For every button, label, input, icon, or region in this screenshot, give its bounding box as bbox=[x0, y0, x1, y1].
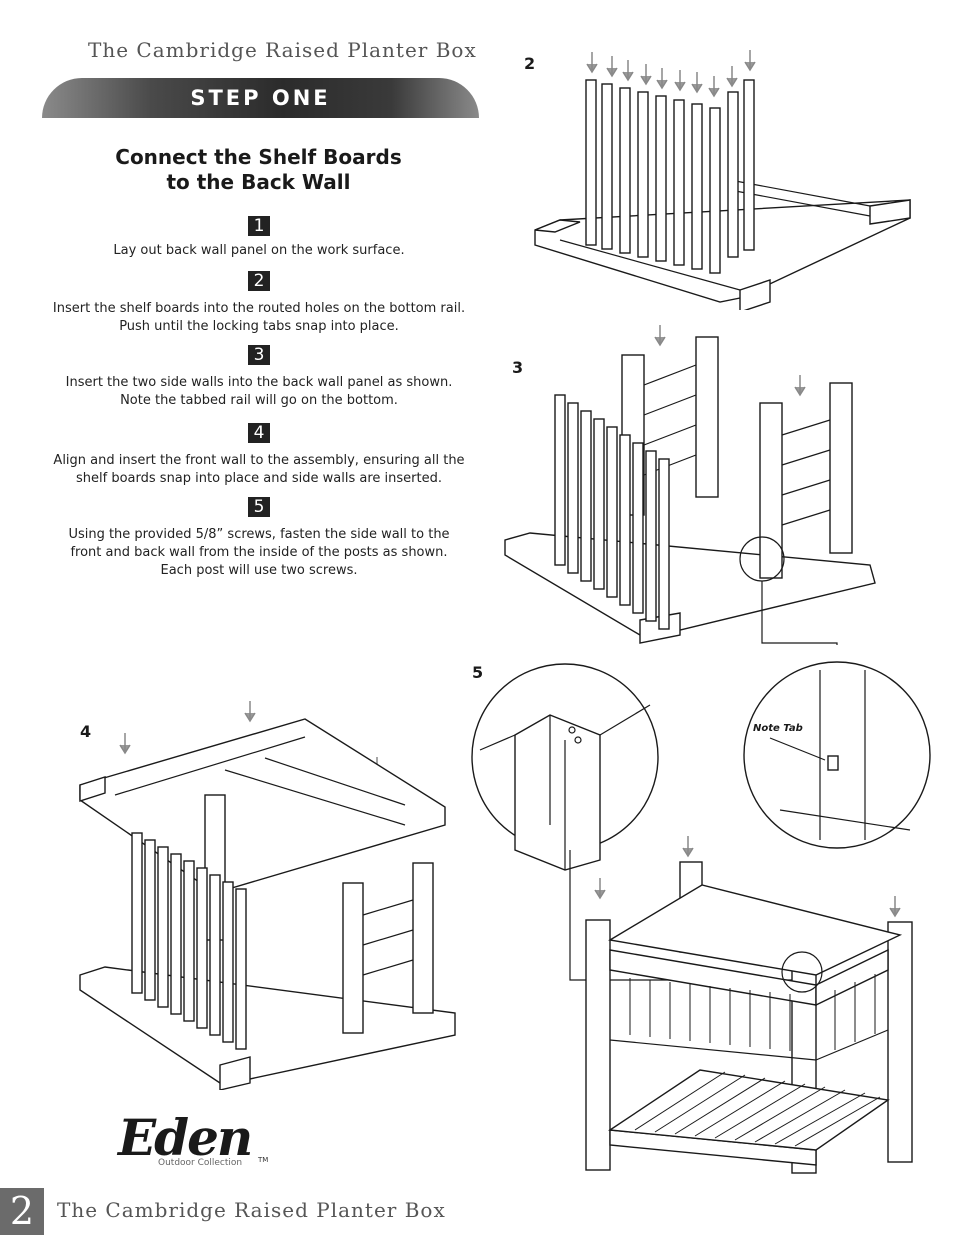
step-text-4: Align and insert the front wall to the a… bbox=[30, 452, 488, 488]
step-text-1: Lay out back wall panel on the work surf… bbox=[30, 242, 488, 260]
arrow-icon bbox=[119, 733, 131, 755]
step-2-line2: Push until the locking tabs snap into pl… bbox=[119, 319, 399, 334]
header-title: The Cambridge Raised Planter Box bbox=[88, 38, 477, 62]
eden-logo: Eden Outdoor Collection TM bbox=[118, 1108, 278, 1178]
arrow-icon bbox=[594, 878, 606, 900]
section-heading: Connect the Shelf Boards to the Back Wal… bbox=[40, 145, 477, 195]
arrow-icon bbox=[244, 701, 256, 723]
figure-label-3: 3 bbox=[512, 358, 524, 377]
step-banner-label: STEP ONE bbox=[190, 86, 331, 110]
step-1-line: Lay out back wall panel on the work surf… bbox=[113, 243, 405, 258]
step-banner: STEP ONE bbox=[42, 78, 479, 118]
footer-title: The Cambridge Raised Planter Box bbox=[57, 1198, 446, 1222]
step-4-line2: shelf boards snap into place and side wa… bbox=[76, 471, 442, 486]
step-5-line3: Each post will use two screws. bbox=[160, 563, 358, 578]
step-2-line1: Insert the shelf boards into the routed … bbox=[52, 301, 466, 316]
figure-label-4: 4 bbox=[80, 722, 92, 741]
step-4-line1: Align and insert the front wall to the a… bbox=[53, 453, 465, 468]
illustration-step-3 bbox=[504, 325, 876, 645]
step-text-2: Insert the shelf boards into the routed … bbox=[30, 300, 488, 336]
note-tab-label: Note Tab bbox=[753, 723, 803, 734]
step-number-5: 5 bbox=[248, 497, 270, 517]
detail-circle-note-tab bbox=[743, 661, 931, 849]
logo-trademark: TM bbox=[258, 1156, 269, 1164]
illustration-step-4 bbox=[79, 701, 456, 1090]
page-number: 2 bbox=[0, 1188, 44, 1235]
arrow-icon bbox=[654, 325, 666, 347]
step-number-3: 3 bbox=[248, 345, 270, 365]
figure-label-5: 5 bbox=[472, 663, 484, 682]
arrow-icon bbox=[794, 375, 806, 397]
step-3-line2: Note the tabbed rail will go on the bott… bbox=[120, 393, 398, 408]
step-text-5: Using the provided 5/8” screws, fasten t… bbox=[30, 526, 488, 580]
step-5-line2: front and back wall from the inside of t… bbox=[70, 545, 448, 560]
step-3-line1: Insert the two side walls into the back … bbox=[65, 375, 453, 390]
illustration-step-5 bbox=[471, 661, 931, 1174]
section-heading-line2: to the Back Wall bbox=[166, 170, 351, 194]
step-text-3: Insert the two side walls into the back … bbox=[30, 374, 488, 410]
step-number-4: 4 bbox=[248, 423, 270, 443]
step-5-line1: Using the provided 5/8” screws, fasten t… bbox=[68, 527, 450, 542]
arrow-icon bbox=[889, 896, 901, 918]
illustration-step-2 bbox=[534, 50, 911, 310]
figure-label-2: 2 bbox=[524, 54, 536, 73]
step-number-2: 2 bbox=[248, 271, 270, 291]
arrows-icon bbox=[586, 50, 756, 98]
section-heading-line1: Connect the Shelf Boards bbox=[115, 145, 402, 169]
arrow-icon bbox=[682, 836, 694, 858]
logo-brand: Eden bbox=[118, 1108, 253, 1167]
callout-circle bbox=[781, 951, 823, 993]
step-number-1: 1 bbox=[248, 216, 270, 236]
logo-subtitle: Outdoor Collection bbox=[158, 1158, 243, 1168]
